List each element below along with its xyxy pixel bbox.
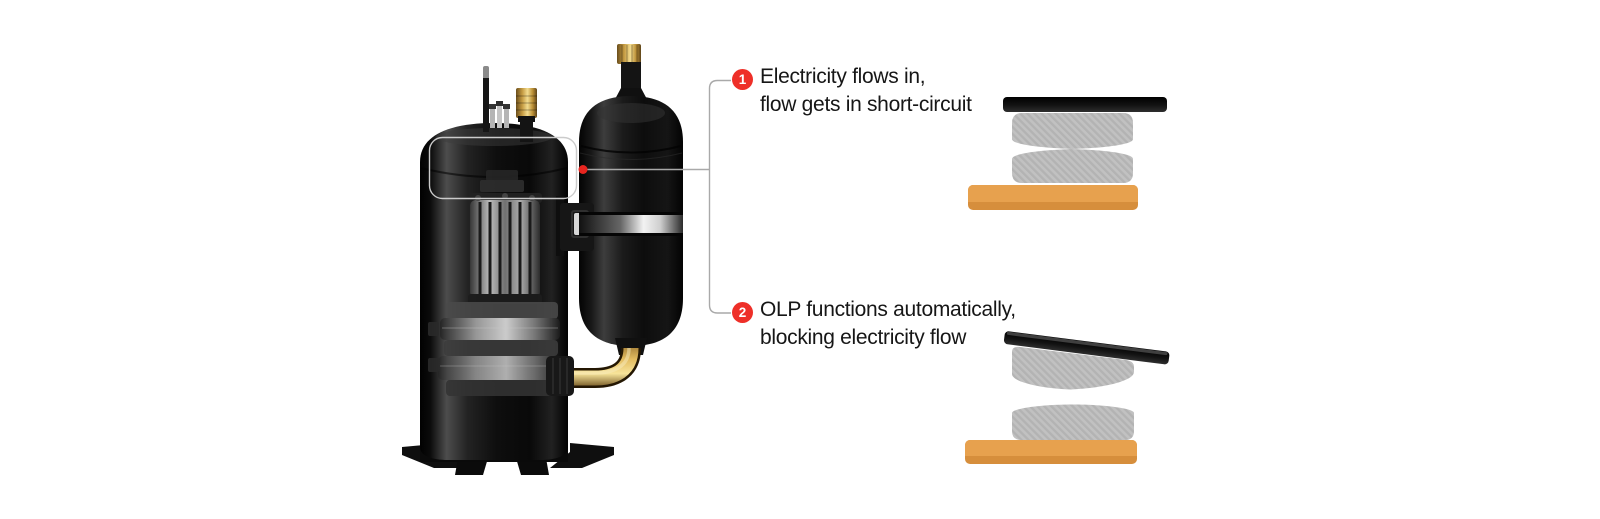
callout-point-marker bbox=[578, 165, 588, 174]
compressor-internal-motor bbox=[468, 170, 542, 304]
compressor-terminal-pins bbox=[489, 101, 510, 128]
compressor-pump-assembly bbox=[428, 302, 562, 396]
callout-2: 2 OLP functions automatically, blocking … bbox=[732, 296, 1016, 352]
callout-1-badge: 1 bbox=[732, 69, 753, 90]
accumulator-illustration bbox=[546, 44, 683, 396]
accumulator-neck bbox=[621, 62, 641, 94]
contact-base-open bbox=[965, 440, 1137, 464]
bimetal-disc-upper-open bbox=[1012, 346, 1134, 390]
callout-1: 1 Electricity flows in, flow gets in sho… bbox=[732, 63, 972, 119]
callout-1-line1: Electricity flows in, bbox=[760, 65, 926, 88]
bimetal-disc-lower-open bbox=[1012, 404, 1134, 440]
compressor-illustration bbox=[402, 66, 614, 475]
connector-line-branches bbox=[708, 79, 731, 314]
compressor-brass-fitting bbox=[516, 88, 537, 142]
bimetal-disc-lower-closed bbox=[1012, 149, 1133, 183]
accumulator-brass-fitting bbox=[617, 44, 641, 64]
callout-2-badge: 2 bbox=[732, 302, 753, 323]
callout-2-line1: OLP functions automatically, bbox=[760, 298, 1016, 321]
compressor-suction-pipe bbox=[483, 66, 489, 132]
accumulator-band bbox=[579, 212, 683, 236]
diagram-contacts-open bbox=[965, 331, 1170, 464]
callout-1-text: Electricity flows in, flow gets in short… bbox=[760, 63, 972, 119]
olp-highlight-box bbox=[428, 136, 578, 200]
accumulator-elbow-pipe bbox=[546, 347, 641, 396]
contact-bar-closed bbox=[1003, 97, 1167, 112]
callout-2-text: OLP functions automatically, blocking el… bbox=[760, 296, 1016, 352]
callout-2-line2: blocking electricity flow bbox=[760, 326, 967, 349]
bimetal-disc-upper-closed bbox=[1012, 113, 1133, 149]
contact-base-closed bbox=[968, 185, 1138, 210]
callout-1-line2: flow gets in short-circuit bbox=[760, 93, 972, 116]
diagram-contacts-closed bbox=[968, 97, 1167, 210]
